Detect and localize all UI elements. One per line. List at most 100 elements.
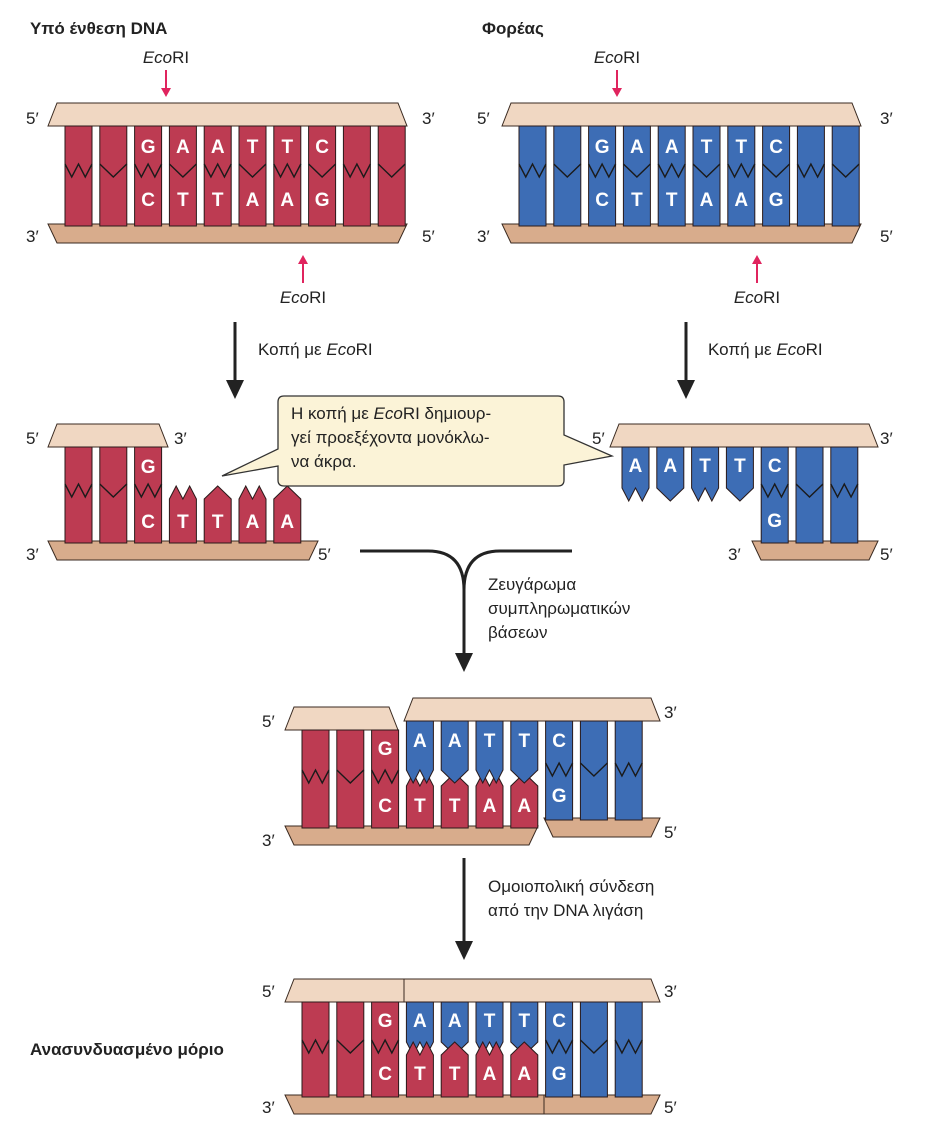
annealed-top-base-G: G — [378, 739, 393, 760]
recombinant-bottom-base-6: A — [517, 1064, 531, 1085]
annealed-top-base-C: C — [552, 731, 566, 752]
vector-sticky-end-0 — [621, 446, 650, 503]
vector-base-pair-1 — [553, 125, 582, 227]
insert-top-backbone — [47, 102, 408, 127]
vector-sticky-base-0: A — [629, 456, 643, 477]
strand-end-labels: 5′3′3′5′5′3′3′5′5′3′3′5′5′3′3′5′5′3′3′5′… — [26, 109, 893, 1117]
annealed-insert-pair-2 — [371, 729, 400, 829]
strand-end-label-22: 3′ — [262, 1098, 275, 1117]
recombinant-pair-2 — [371, 1001, 400, 1098]
annealed-insert-top-backbone — [284, 706, 399, 731]
annealed-vector-top-backbone — [403, 697, 661, 722]
insert-base-pair-3-junction — [168, 163, 197, 178]
insert-base-pair-1 — [99, 125, 128, 227]
vector-top-base-6: T — [735, 137, 747, 158]
insert-sticky-end-1 — [203, 485, 232, 544]
vector-title: Φορέας — [482, 19, 544, 38]
strand-end-label-20: 5′ — [262, 982, 275, 1001]
insert-left-base-pair-1-junction — [99, 483, 128, 498]
vector-base-pair-6 — [727, 125, 756, 227]
strand-end-label-7: 5′ — [880, 227, 893, 246]
insert-left-bottom-backbone — [47, 540, 319, 561]
process-arrow-ligation — [455, 858, 473, 960]
insert-top-base-6: T — [281, 137, 293, 158]
annealed-vector-pair-1 — [579, 720, 608, 821]
insert-base-pair-0-junction — [64, 162, 93, 179]
recombinant-bottom-half-4 — [440, 1041, 469, 1098]
annealed-insert-pair-1-junction — [336, 769, 365, 784]
vector-bottom-base-4: T — [666, 190, 678, 211]
recombinant-top-base-3: A — [413, 1011, 427, 1032]
vector-base-pair-0 — [518, 125, 547, 227]
vector-right-top-backbone — [609, 423, 879, 448]
ecori-label-insert-top: EcoRI — [143, 48, 189, 67]
annealed-vector-sticky-1 — [440, 720, 469, 784]
recombinant-bottom-base-2: C — [378, 1064, 392, 1085]
insert-sticky-end-0 — [168, 484, 197, 544]
recombinant-pair-9-junction — [614, 1038, 643, 1055]
vector-top-base-4: A — [665, 137, 679, 158]
callout-line-3: να άκρα. — [291, 452, 357, 471]
annealed-bottom-base-G: G — [552, 786, 567, 807]
recombinant-bottom-base-5: A — [483, 1064, 497, 1085]
annealed-vector-pair-0 — [545, 720, 574, 821]
strand-end-label-8: 5′ — [26, 429, 39, 448]
insert-base-pair-9 — [377, 125, 406, 227]
vector-right-base-pair-1 — [795, 446, 824, 544]
strand-end-label-17: 3′ — [664, 703, 677, 722]
insert-top-base-5: T — [247, 137, 259, 158]
recombinant-pair-7-junction — [544, 1038, 574, 1055]
strand-end-label-21: 3′ — [664, 982, 677, 1001]
insert-base-pair-0 — [64, 125, 93, 227]
vector-top-base-7: C — [769, 137, 783, 158]
annealed-vector-pair-2 — [614, 720, 643, 821]
vector-base-pair-9-junction — [831, 163, 860, 178]
strand-end-label-3: 5′ — [422, 227, 435, 246]
annealed-vector-sticky-3 — [510, 720, 539, 784]
strand-end-label-9: 3′ — [174, 429, 187, 448]
insert-left-bottom-base-C: C — [141, 512, 155, 533]
vector-base-pair-2 — [588, 125, 617, 227]
step-label-cut-vector: Κοπή με EcoRI — [708, 340, 823, 359]
insert-base-pair-9-junction — [377, 163, 406, 178]
vector-bottom-base-2: C — [595, 190, 609, 211]
vector-base-pair-5-junction — [692, 163, 721, 178]
insert-sticky-base-0: T — [177, 512, 189, 533]
insert-bottom-base-7: G — [315, 190, 330, 211]
annealed-top-base-0: A — [413, 731, 427, 752]
annealed-vector-sticky-0 — [405, 720, 434, 785]
strand-end-label-2: 3′ — [26, 227, 39, 246]
insert-left-base-pair-2-junction — [133, 482, 163, 499]
insert-bottom-backbone — [47, 223, 408, 244]
vector-right-bottom-base-G: G — [767, 511, 782, 532]
vector-base-pair-4 — [657, 125, 686, 227]
ecori-arrow-head-2 — [298, 255, 308, 264]
recombinant-top-base-6: T — [518, 1011, 530, 1032]
vector-sticky-base-2: T — [699, 456, 711, 477]
step-label-pairing-2: συμπληρωματικών — [488, 599, 630, 618]
recombinant-pair-9 — [614, 1001, 643, 1098]
vector-sticky-end-1 — [656, 446, 685, 502]
insert-left-base-pair-1 — [99, 446, 128, 544]
recombinant-bottom-half-3 — [405, 1040, 434, 1098]
recombinant-top-base-5: T — [484, 1011, 496, 1032]
annealed-top-base-3: T — [518, 731, 530, 752]
recombinant-bottom-half-5 — [475, 1040, 504, 1098]
vector-base-pair-9 — [831, 125, 860, 227]
recombinant-title: Ανασυνδυασμένο μόριο — [30, 1040, 224, 1059]
insert-bottom-base-2: C — [141, 190, 155, 211]
annealed-insert-bottom-backbone — [284, 825, 539, 846]
process-arrow-pairing — [360, 549, 572, 672]
insert-dna-title: Υπό ένθεση DNA — [30, 19, 167, 38]
recombinant-pair-8-junction — [579, 1039, 608, 1054]
callout-line-1: Η κοπή με EcoRI δημιουρ- — [291, 404, 491, 423]
recombinant-pair-2-junction — [370, 1038, 400, 1055]
strand-end-label-1: 3′ — [422, 109, 435, 128]
process-arrow-cut-vector — [677, 322, 695, 399]
insert-base-pair-6-junction — [273, 162, 302, 179]
vector-base-pair-1-junction — [553, 163, 582, 178]
ecori-arrow-head-1 — [612, 88, 622, 97]
insert-top-base-3: A — [176, 137, 190, 158]
annealed-insert-pair-0-junction — [301, 768, 330, 785]
